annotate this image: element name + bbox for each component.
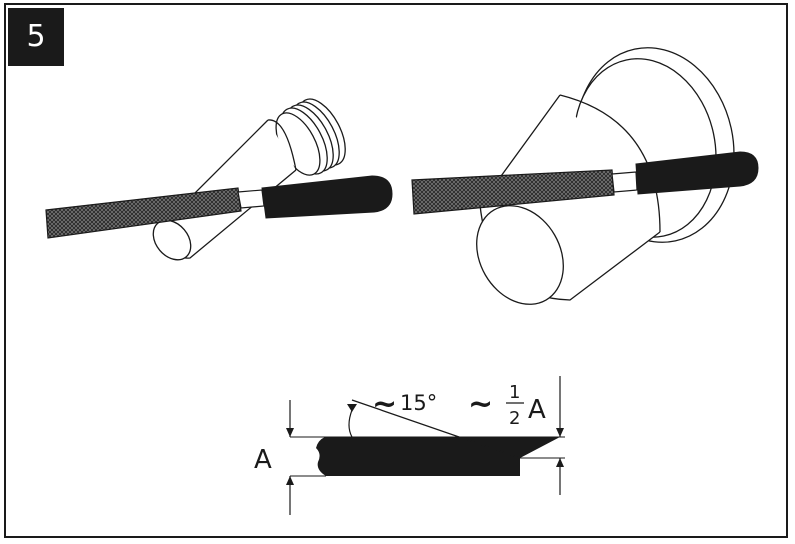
- small-nozzle-illustration: [152, 98, 346, 261]
- large-file-blade: [411, 169, 615, 215]
- small-file-tool: [45, 175, 393, 239]
- profile-cross-section: [316, 437, 560, 476]
- angle-value: 15°: [400, 391, 437, 415]
- large-nozzle-opening: [476, 205, 564, 305]
- fraction-numerator: 1: [509, 382, 520, 403]
- angle-arc-arrow: [347, 404, 357, 412]
- large-file-tang: [611, 171, 638, 193]
- thickness-label-a: A: [254, 445, 272, 475]
- figure-frame: [4, 3, 788, 538]
- small-file-tang: [237, 189, 265, 209]
- edge-profile-section: A ~ 15° ~ 1 2 A: [254, 376, 565, 515]
- dim-arrow-half-bottom: [556, 458, 564, 467]
- large-file-handle: [635, 151, 759, 195]
- large-file-tool: [411, 151, 759, 215]
- fraction-tilde: ~: [468, 387, 493, 422]
- dim-arrow-half-top: [556, 428, 564, 437]
- step-number-badge: 5: [8, 8, 64, 66]
- fraction-suffix-a: A: [528, 395, 546, 425]
- chamfer-angle-line: [351, 399, 521, 459]
- large-nozzle-illustration: [476, 47, 735, 305]
- fraction-denominator: 2: [509, 408, 520, 429]
- angle-arc: [348, 409, 353, 438]
- angle-tilde: ~: [372, 387, 397, 422]
- dim-arrow-a-bottom: [286, 476, 294, 485]
- small-file-blade: [45, 187, 242, 239]
- small-file-handle: [261, 175, 393, 219]
- dim-arrow-a-top: [286, 428, 294, 437]
- threaded-collar: [275, 98, 346, 176]
